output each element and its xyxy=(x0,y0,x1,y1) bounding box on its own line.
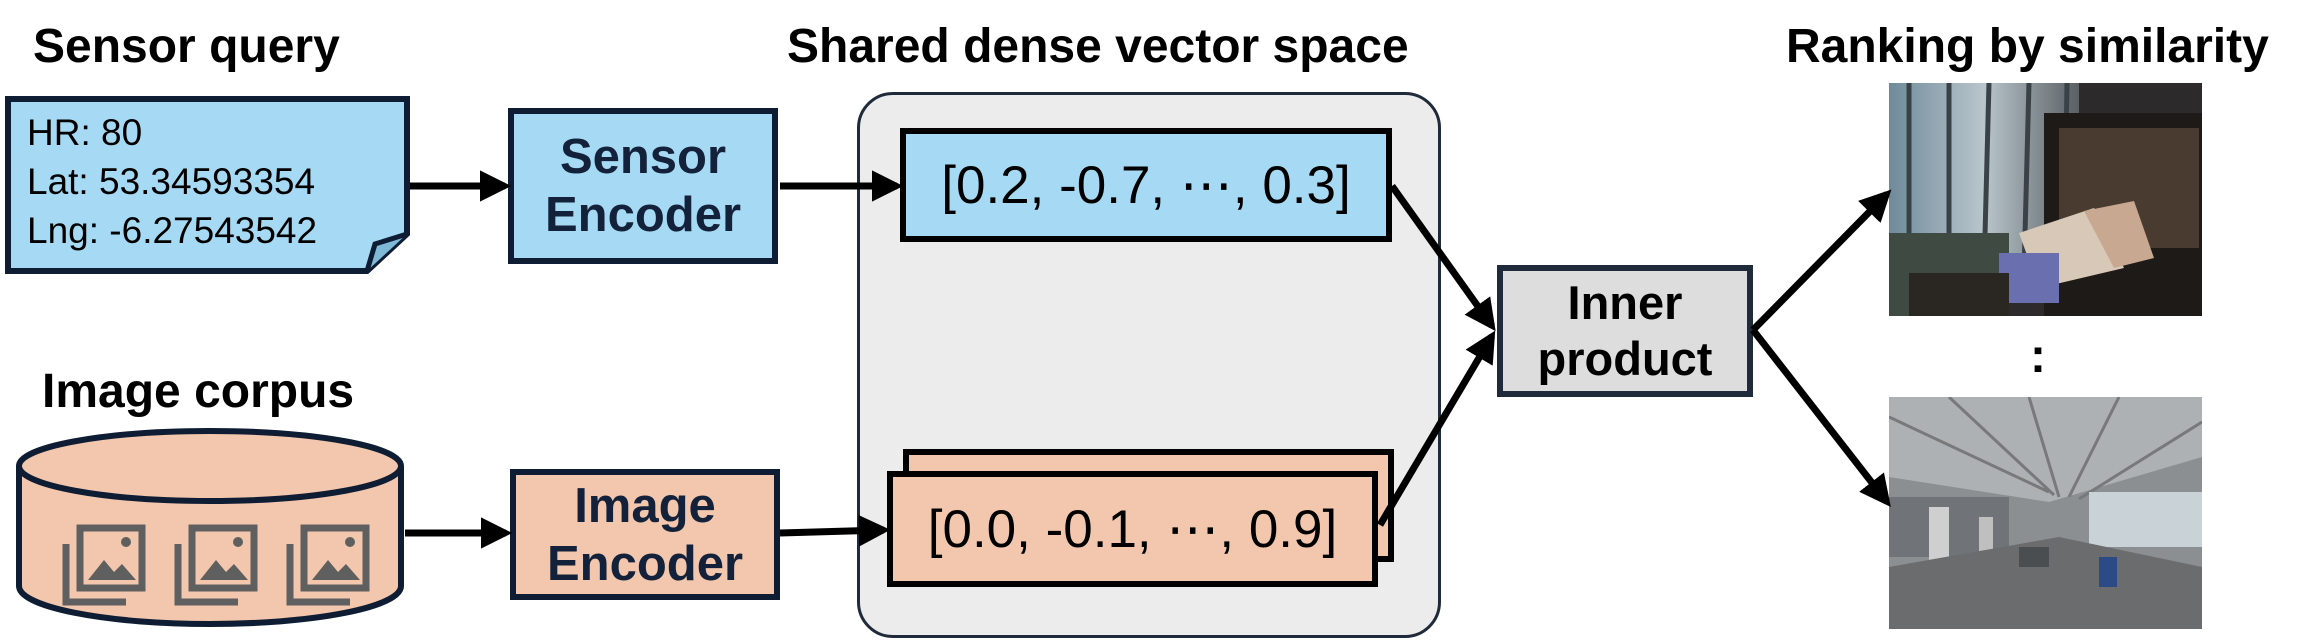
sensor-query-hr: HR: 80 xyxy=(27,112,143,153)
sensor-query-card-shape xyxy=(5,96,410,274)
image-encoder-label-line1: Image xyxy=(574,478,716,533)
arrow-to-top-result xyxy=(1750,189,1892,333)
arrow-sensor-vector-to-inner-product xyxy=(1389,183,1496,332)
ranking-ellipsis: : xyxy=(2030,330,2046,383)
sensor-vector-box: [0.2, -0.7, ⋯, 0.3] xyxy=(900,128,1392,242)
image-encoder-label-line2: Encoder xyxy=(546,536,744,591)
sensor-encoder-box: Sensor Encoder xyxy=(508,108,778,264)
image-encoder-box: Image Encoder xyxy=(510,469,780,600)
image-vector-box: [0.0, -0.1, ⋯, 0.9] xyxy=(887,471,1378,587)
ranking-heading: Ranking by similarity xyxy=(1786,20,2269,73)
arrow-image-encoder-to-vector xyxy=(779,514,891,547)
inner-product-box: Inner product xyxy=(1497,265,1753,397)
shared-space-heading: Shared dense vector space xyxy=(787,20,1409,73)
arrow-image-vector-to-inner-product xyxy=(1376,330,1496,527)
gallery-icon xyxy=(174,524,258,606)
result-image-indoor xyxy=(1889,83,2202,316)
sensor-query-heading: Sensor query xyxy=(33,20,340,73)
inner-product-label-line1: Inner xyxy=(1567,276,1683,329)
indoor-room-photo xyxy=(1889,83,2202,316)
inner-product-label-line2: product xyxy=(1537,332,1713,385)
sensor-query-lat: Lat: 53.34593354 xyxy=(27,161,316,202)
sensor-query-card: HR: 80 Lat: 53.34593354 Lng: -6.27543542 xyxy=(5,96,410,274)
parking-garage-photo xyxy=(1889,397,2202,629)
sensor-encoder-label-line2: Encoder xyxy=(544,188,742,242)
arrow-to-bottom-result xyxy=(1750,327,1891,507)
result-image-garage xyxy=(1889,397,2202,629)
image-corpus-heading: Image corpus xyxy=(42,365,355,418)
sensor-query-lng: Lng: -6.27543542 xyxy=(27,210,318,251)
gallery-icon xyxy=(286,524,370,606)
gallery-icon xyxy=(62,524,146,606)
sensor-encoder-label-line1: Sensor xyxy=(559,130,727,184)
